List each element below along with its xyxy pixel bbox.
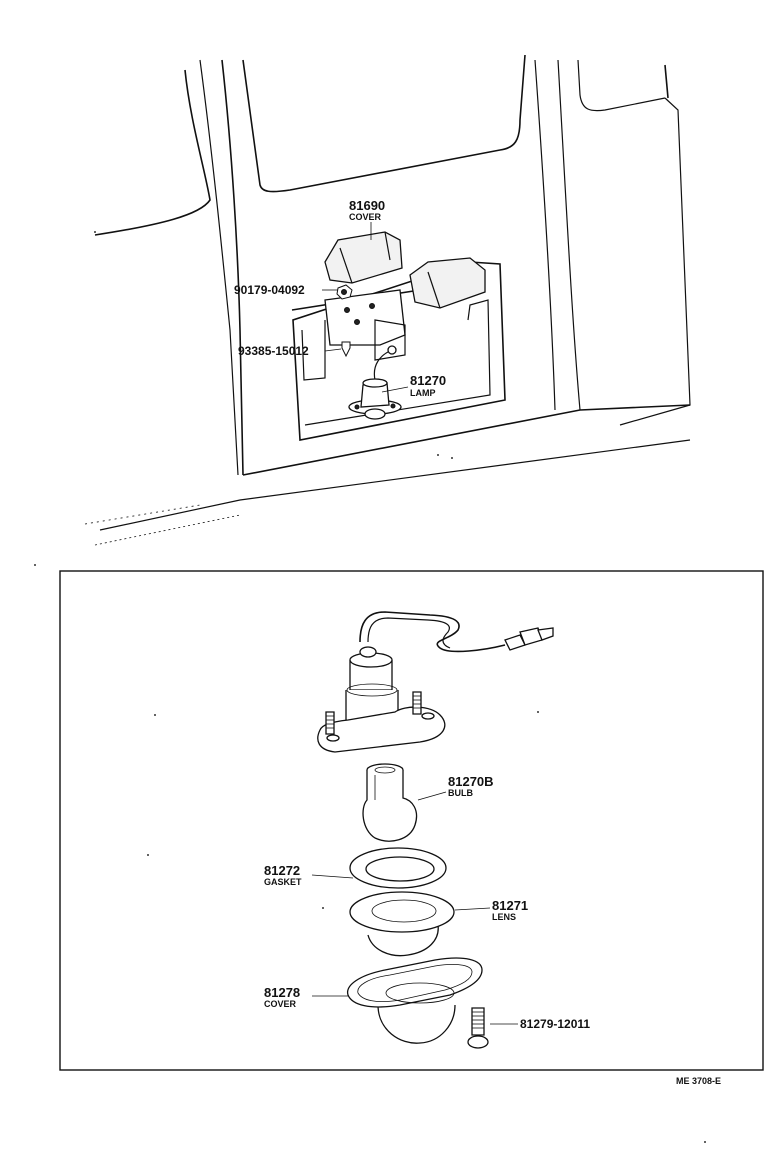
- top-view-leaders: [322, 222, 409, 393]
- svg-text:81272: 81272: [264, 863, 300, 878]
- svg-text:BULB: BULB: [448, 788, 473, 798]
- label-detail-lens: 81271 LENS: [492, 898, 528, 922]
- svg-text:81279-12011: 81279-12011: [520, 1017, 590, 1031]
- vehicle-rear-body: [34, 54, 691, 566]
- svg-text:90179-04092: 90179-04092: [234, 283, 305, 297]
- svg-text:81270B: 81270B: [448, 774, 494, 789]
- svg-text:81690: 81690: [349, 198, 385, 213]
- figure-code: ME 3708-E: [676, 1076, 721, 1086]
- svg-text:COVER: COVER: [264, 999, 297, 1009]
- label-top-nut: 90179-04092: [234, 283, 305, 297]
- label-detail-gasket: 81272 GASKET: [264, 863, 302, 887]
- svg-text:81270: 81270: [410, 373, 446, 388]
- lens-drawing: [349, 891, 455, 957]
- screw-drawing: [467, 1007, 489, 1049]
- svg-text:81278: 81278: [264, 985, 300, 1000]
- gasket-drawing: [349, 847, 447, 889]
- svg-text:GASKET: GASKET: [264, 877, 302, 887]
- detail-frame: [59, 570, 764, 1071]
- label-top-bulb-small: 93385-15012: [238, 344, 309, 358]
- cover-drawing: [347, 957, 483, 1044]
- svg-text:COVER: COVER: [349, 212, 382, 222]
- svg-text:LENS: LENS: [492, 912, 516, 922]
- svg-text:93385-15012: 93385-15012: [238, 344, 309, 358]
- label-top-lamp: 81270 LAMP: [410, 373, 446, 398]
- lamp-socket-assembly: [317, 611, 554, 753]
- svg-text:81271: 81271: [492, 898, 528, 913]
- label-detail-cover: 81278 COVER: [264, 985, 300, 1009]
- label-top-cover: 81690 COVER: [349, 198, 385, 222]
- bulb-drawing: [362, 763, 418, 842]
- label-detail-screw: 81279-12011: [520, 1017, 590, 1031]
- detail-leaders: [311, 791, 518, 1025]
- svg-text:LAMP: LAMP: [410, 388, 436, 398]
- label-detail-bulb: 81270B BULB: [448, 774, 494, 798]
